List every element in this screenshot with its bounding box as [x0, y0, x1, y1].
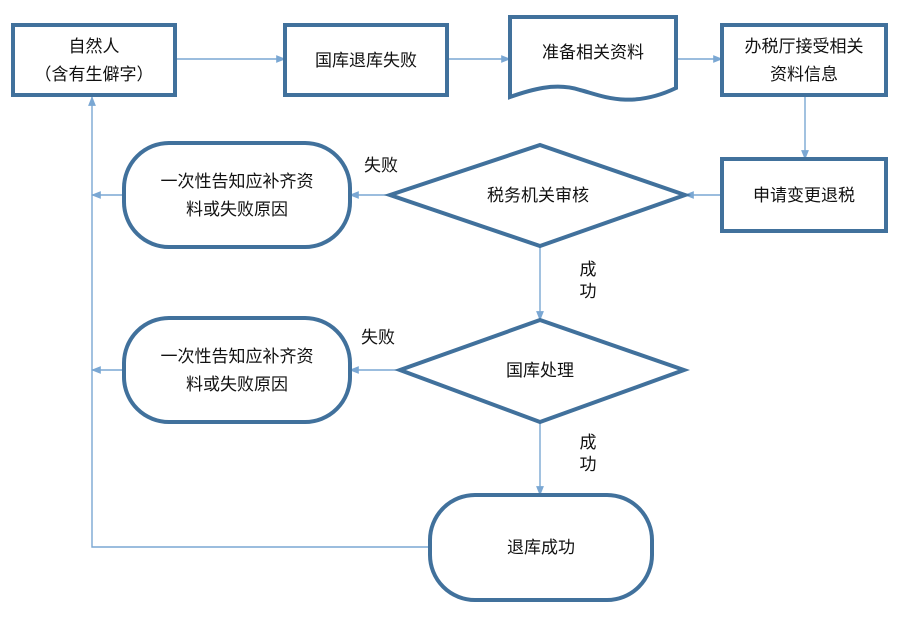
node-hall-receive: 办税厅接受相关 资料信息 — [720, 23, 888, 97]
node-treasury-process-label: 国库处理 — [506, 361, 574, 381]
node-refund-success-label: 退库成功 — [507, 538, 575, 558]
node-notify-2-line2: 料或失败原因 — [186, 375, 288, 395]
node-refund-success: 退库成功 — [428, 493, 654, 602]
label-treasury-fail: 失败 — [361, 328, 395, 348]
label-review-fail: 失败 — [364, 156, 398, 176]
node-person: 自然人 （含有生僻字） — [11, 23, 177, 97]
node-prepare-docs: 准备相关资料 — [508, 15, 678, 102]
label-review-success-2: 功 — [580, 282, 597, 302]
edge-success-return-to-person — [88, 96, 430, 548]
node-notify-2: 一次性告知应补齐资 料或失败原因 — [122, 316, 352, 424]
node-tax-review-label: 税务机关审核 — [487, 186, 589, 206]
node-refund-fail: 国库退库失败 — [283, 23, 449, 97]
node-tax-review: 税务机关审核 — [383, 142, 692, 249]
node-person-line2: （含有生僻字） — [35, 65, 154, 85]
node-hall-receive-line2: 资料信息 — [770, 65, 838, 85]
node-person-line1: 自然人 — [69, 37, 120, 57]
edge-labels: 失败 成 功 失败 成 功 — [361, 156, 597, 475]
node-treasury-process: 国库处理 — [394, 317, 690, 425]
node-apply-change: 申请变更退税 — [720, 157, 888, 233]
node-notify-1: 一次性告知应补齐资 料或失败原因 — [122, 141, 352, 249]
label-review-success-1: 成 — [580, 260, 597, 280]
label-treasury-success-1: 成 — [580, 433, 597, 453]
node-refund-fail-label: 国库退库失败 — [315, 51, 417, 71]
node-notify-1-line2: 料或失败原因 — [186, 200, 288, 220]
connectors — [88, 55, 809, 548]
node-hall-receive-line1: 办税厅接受相关 — [745, 37, 864, 57]
node-notify-1-line1: 一次性告知应补齐资 — [161, 172, 314, 192]
node-notify-2-line1: 一次性告知应补齐资 — [161, 347, 314, 367]
node-prepare-docs-label: 准备相关资料 — [542, 43, 644, 63]
node-apply-change-label: 申请变更退税 — [753, 186, 855, 206]
label-treasury-success-2: 功 — [580, 455, 597, 475]
